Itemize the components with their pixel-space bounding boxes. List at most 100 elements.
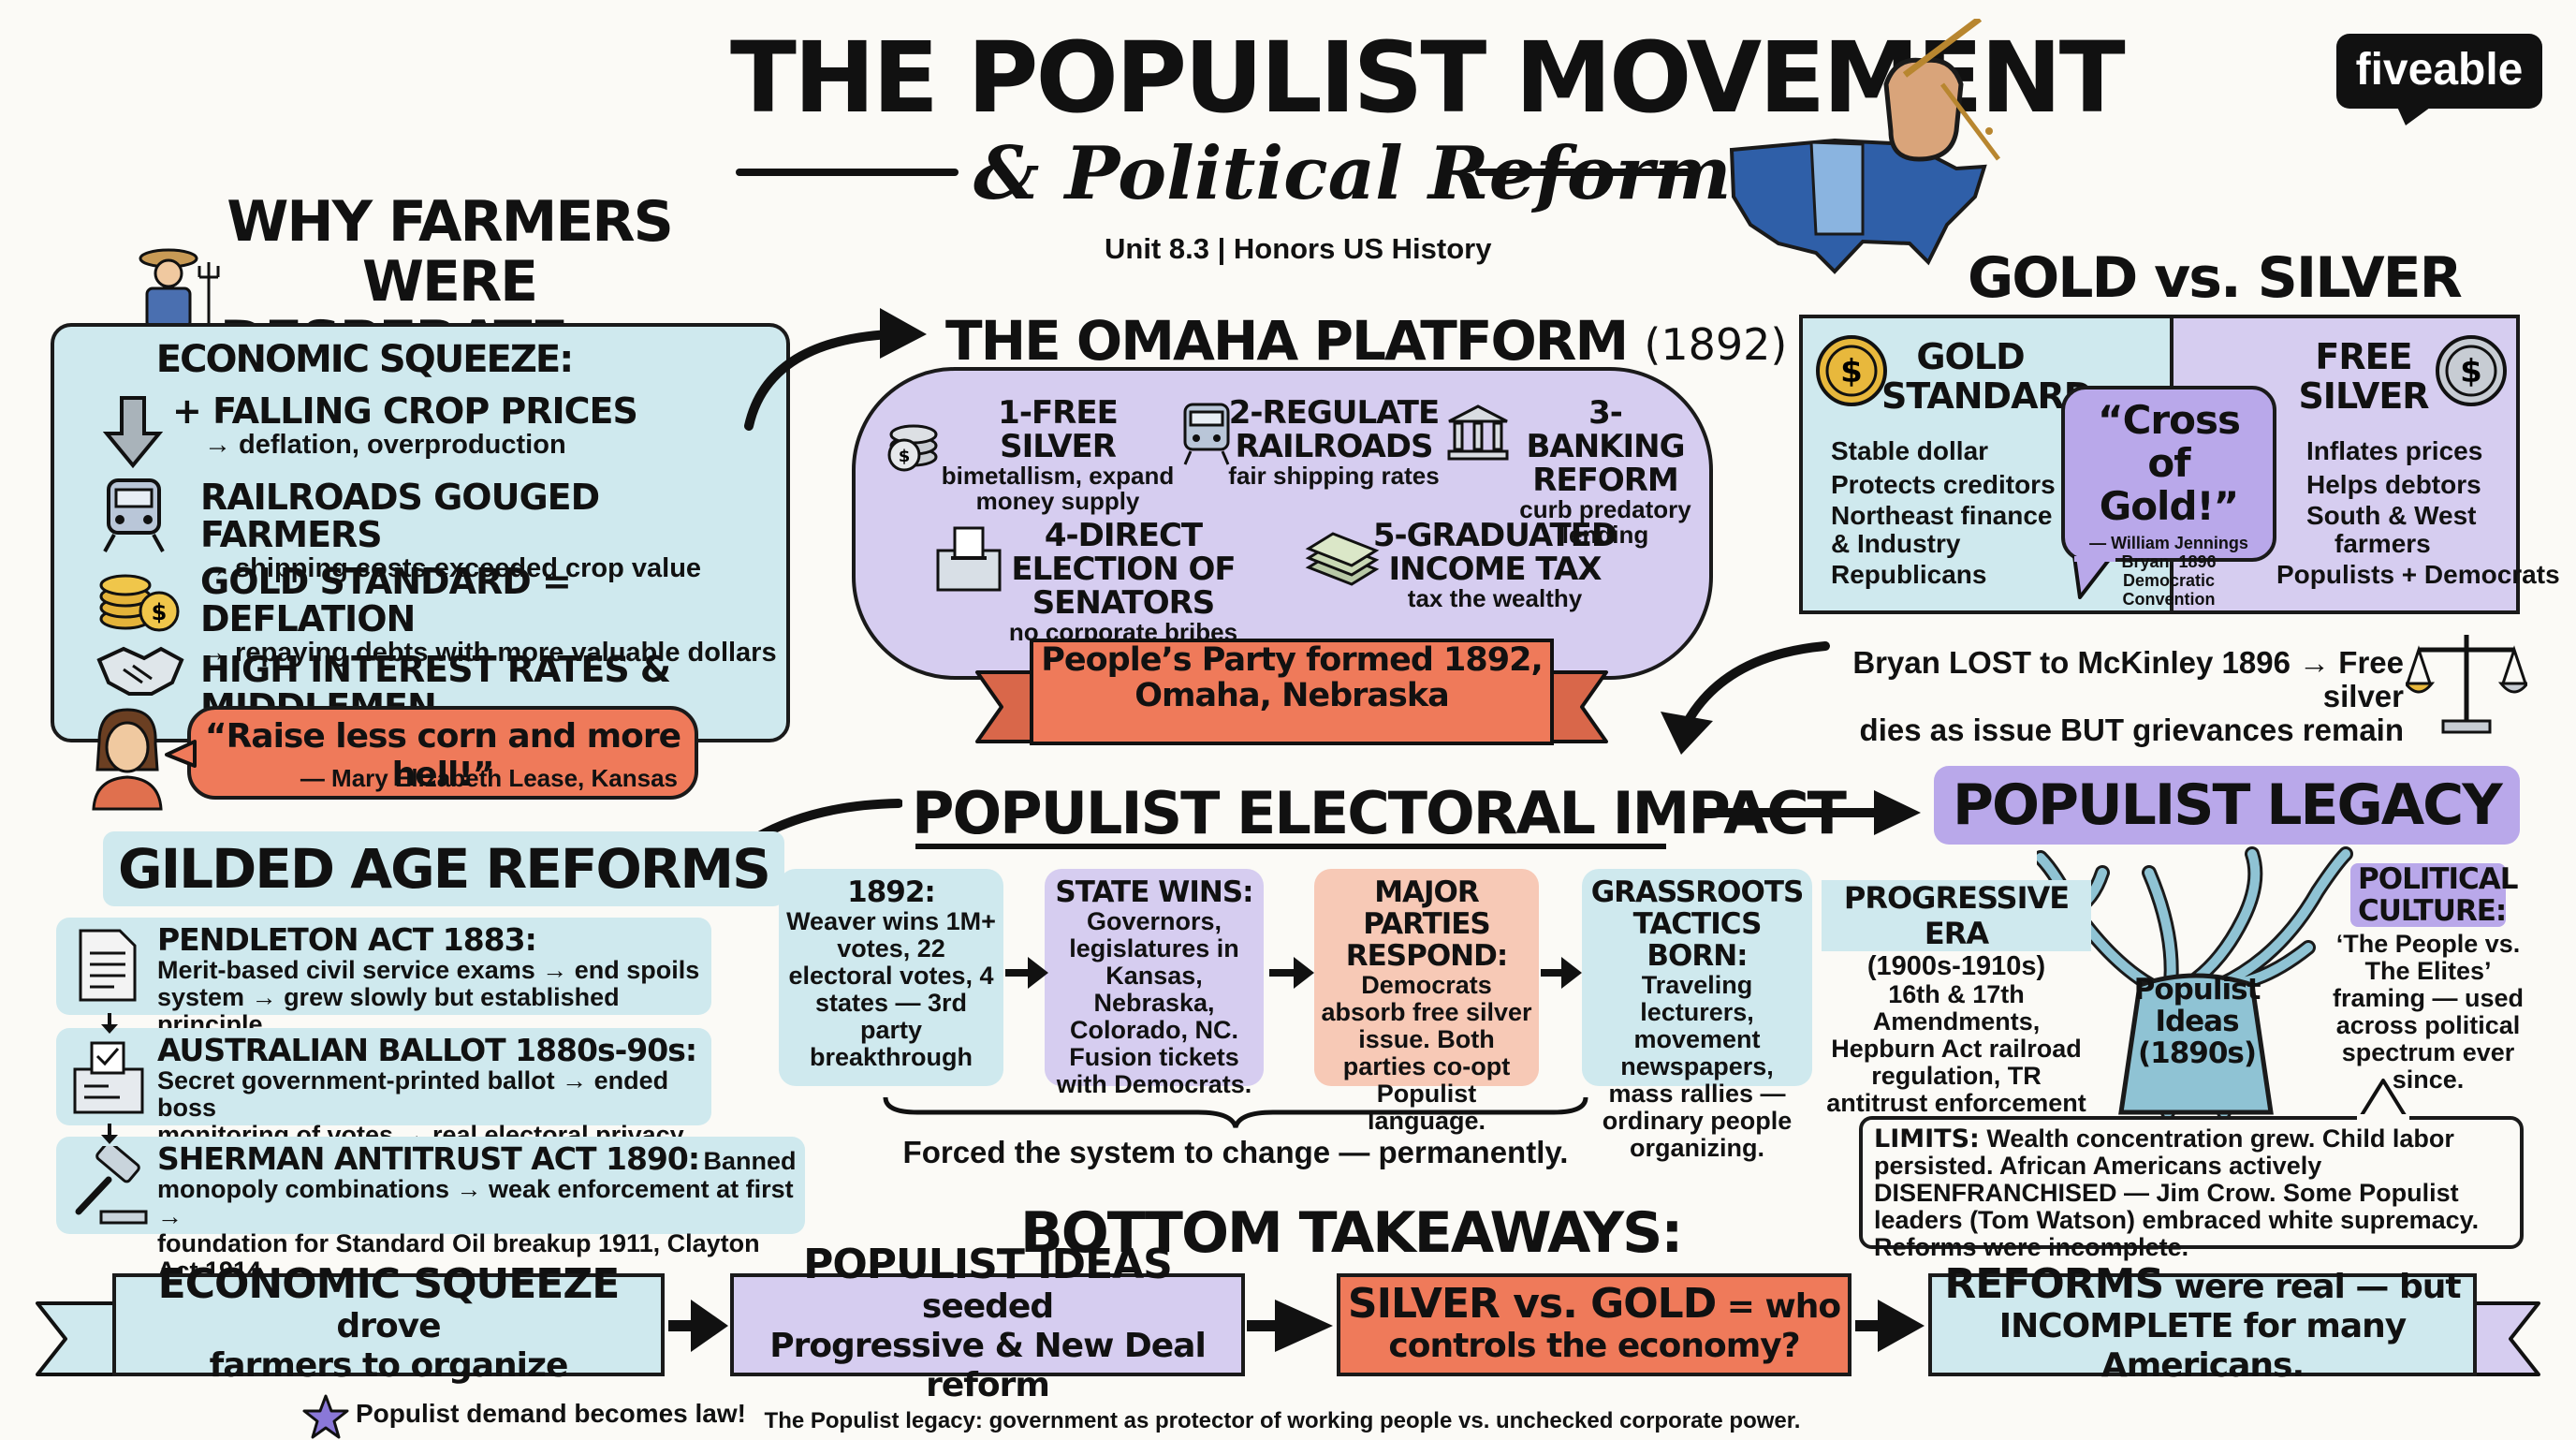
impact-title: MAJOR PARTIES RESPOND: [1345, 875, 1509, 973]
takeaway-line2: Progressive & New Deal reform [769, 1326, 1207, 1404]
plank-sub: curb predatory lending [1519, 495, 1691, 549]
reform-item-australian-ballot: AUSTRALIAN BALLOT 1880s-90s: Secret gove… [56, 1028, 711, 1149]
gold-points: Stable dollar Protects creditors Northea… [1831, 434, 2056, 592]
cross-of-gold-tail [2072, 556, 2115, 599]
political-body: ‘The People vs. The Elites’ framing — us… [2332, 930, 2525, 1094]
lease-quote-attribution: — Mary Elizabeth Lease, Kansas [300, 764, 678, 792]
train-icon [1183, 403, 1230, 465]
impact-body: Traveling lecturers, movement newspapers… [1602, 971, 1793, 1162]
takeaway-bold: REFORMS [1944, 1259, 2164, 1308]
gold-point: & Industry [1831, 529, 1961, 558]
plank-5: 5-GRADUATED INCOME TAX tax the wealthy [1368, 519, 1621, 611]
coins-icon: $ [99, 574, 180, 632]
takeaway-economic-squeeze: ECONOMIC SQUEEZE drove farmers to organi… [112, 1263, 665, 1385]
ballot-box-icon [936, 526, 1002, 592]
document-icon [79, 929, 137, 1002]
silver-coin-icon: $ [2436, 335, 2507, 406]
reform-item-pendleton: PENDLETON ACT 1883: Merit-based civil se… [56, 918, 711, 1038]
impact-heading-underline [915, 844, 1666, 849]
fiveable-logo: fiveable [2336, 34, 2542, 109]
bryan-result: Bryan LOST to McKinley 1896 → Free silve… [1823, 646, 2404, 747]
arrow-to-legacy [1694, 790, 1921, 835]
gold-title-1: GOLD [1916, 336, 2025, 377]
impact-flow-arrows [1005, 957, 1582, 989]
svg-text:$: $ [899, 447, 911, 466]
squeeze-item-title: + FALLING CROP PRICES [172, 390, 638, 432]
lease-quote-box: “Raise less corn and more hell!” — Mary … [187, 706, 698, 800]
reform-body-line: Secret government-printed ballot → ended… [157, 1066, 669, 1122]
takeaway-text: ECONOMIC SQUEEZE drove farmers to organi… [116, 1263, 661, 1386]
silver-title-2: SILVER [2298, 375, 2429, 417]
omaha-cloud [852, 367, 1713, 680]
silver-title-1: FREE [2315, 336, 2412, 377]
squeeze-item-title: RAILROADS GOUGED FARMERS [200, 477, 600, 555]
omaha-banner-text: People’s Party formed 1892, Omaha, Nebra… [1032, 642, 1552, 713]
curved-arrow [744, 308, 927, 431]
reforms-heading-text: GILDED AGE REFORMS [118, 837, 771, 901]
plank-title: 4-DIRECT ELECTION OF SENATORS [1011, 517, 1236, 622]
takeaway-rest: drove [336, 1306, 441, 1345]
impact-box-grassroots: GRASSROOTS TACTICS BORN: Traveling lectu… [1582, 869, 1812, 1162]
plank-sub: bimetallism, expand money supply [941, 462, 1175, 515]
political-title: POLITICAL CULTURE: [2350, 863, 2519, 927]
star-note: Populist demand becomes law! [356, 1399, 746, 1428]
limits-label: LIMITS: [1874, 1124, 1980, 1153]
bryan-line1: Bryan LOST to McKinley 1896 → Free silve… [1852, 645, 2404, 713]
plank-2: 2-REGULATE RAILROADS fair shipping rates [1226, 396, 1442, 489]
reform-title: PENDLETON ACT 1883: [157, 921, 537, 958]
impact-title: STATE WINS: [1055, 875, 1253, 909]
plank-sub: tax the wealthy [1407, 584, 1583, 612]
silver-coins-icon: $ [887, 424, 938, 472]
usa-map-icon [1729, 138, 1987, 274]
plank-title: 1-FREE SILVER [998, 394, 1119, 465]
progressive-title: PROGRESSIVE ERA [1822, 880, 2091, 951]
silver-point: farmers [2334, 529, 2431, 558]
plank-title: 5-GRADUATED INCOME TAX [1372, 517, 1617, 588]
takeaway-bold: SILVER vs. GOLD [1347, 1279, 1717, 1328]
progressive-era-block: PROGRESSIVE ERA (1900s-1910s) 16th & 17t… [1822, 880, 2091, 1117]
reform-title-tail: Banned [703, 1147, 797, 1175]
farmer-icon [139, 248, 220, 330]
down-arrow-icon [103, 396, 163, 469]
gold-silver-heading: GOLD vs. SILVER [1968, 245, 2463, 311]
economic-squeeze-title: ECONOMIC SQUEEZE: [155, 338, 574, 381]
gold-title-2: STANDARD [1881, 375, 2093, 417]
plank-4: 4-DIRECT ELECTION OF SENATORS no corpora… [983, 519, 1264, 645]
unit-label: Unit 8.3 | Honors US History [1105, 232, 1492, 265]
silver-title: FREE SILVER [2284, 337, 2443, 416]
plank-title: 3-BANKING REFORM [1526, 394, 1685, 499]
tree-label-1: Populist [2133, 973, 2261, 1007]
ballot-icon [73, 1041, 144, 1114]
fiveable-logo-tail [2396, 105, 2434, 125]
takeaway-text: SILVER vs. GOLD = who controls the econo… [1348, 1283, 1841, 1366]
omaha-year: (1892) [1644, 319, 1788, 370]
limits-box-tail [2357, 1079, 2409, 1122]
impact-box-major-parties: MAJOR PARTIES RESPOND: Democrats absorb … [1314, 869, 1539, 1135]
raised-fist-wheat-icon [1883, 19, 2000, 162]
reform-body: monopoly combinations → weak enforcement… [157, 1176, 805, 1285]
impact-body: Weaver wins 1M+ votes, 22 electoral vote… [786, 907, 996, 1071]
page-subtitle: & Political Reform [973, 131, 1732, 216]
gold-point: Northeast finance [1831, 501, 2053, 530]
subtitle-rules [736, 169, 1698, 176]
farmers-heading-line1: WHY FARMERS WERE [227, 189, 674, 315]
reform-body: Merit-based civil service exams → end sp… [157, 957, 711, 1038]
lease-quote-text: “Raise less corn and more hell!” [204, 717, 681, 794]
reforms-heading: GILDED AGE REFORMS [103, 831, 784, 906]
gavel-icon [75, 1146, 148, 1225]
squeeze-item-sub: → shipping costs exceeded crop value [200, 553, 702, 583]
tree-label-3: (1890s) [2137, 1036, 2257, 1070]
takeaway-bold: ECONOMIC SQUEEZE [157, 1259, 621, 1308]
gold-coin-icon: $ [1816, 335, 1887, 406]
takeaway-flow-arrows [668, 1300, 1925, 1352]
money-stack-icon [1305, 532, 1380, 586]
impact-title: GRASSROOTS TACTICS BORN: [1590, 875, 1805, 973]
limits-body: Wealth concentration grew. Child labor p… [1874, 1124, 2480, 1261]
takeaway-rest: = who [1726, 1286, 1841, 1326]
tree-label-2: Ideas [2155, 1005, 2239, 1038]
fiveable-logo-text: fiveable [2355, 45, 2524, 95]
squeeze-item-3: GOLD STANDARD = DEFLATION → repaying deb… [200, 563, 786, 668]
economic-squeeze-box: ECONOMIC SQUEEZE: + FALLING CROP PRICES … [51, 323, 790, 742]
bank-icon [1447, 404, 1509, 461]
takeaways-heading: BOTTOM TAKEAWAYS: [1020, 1200, 1683, 1266]
